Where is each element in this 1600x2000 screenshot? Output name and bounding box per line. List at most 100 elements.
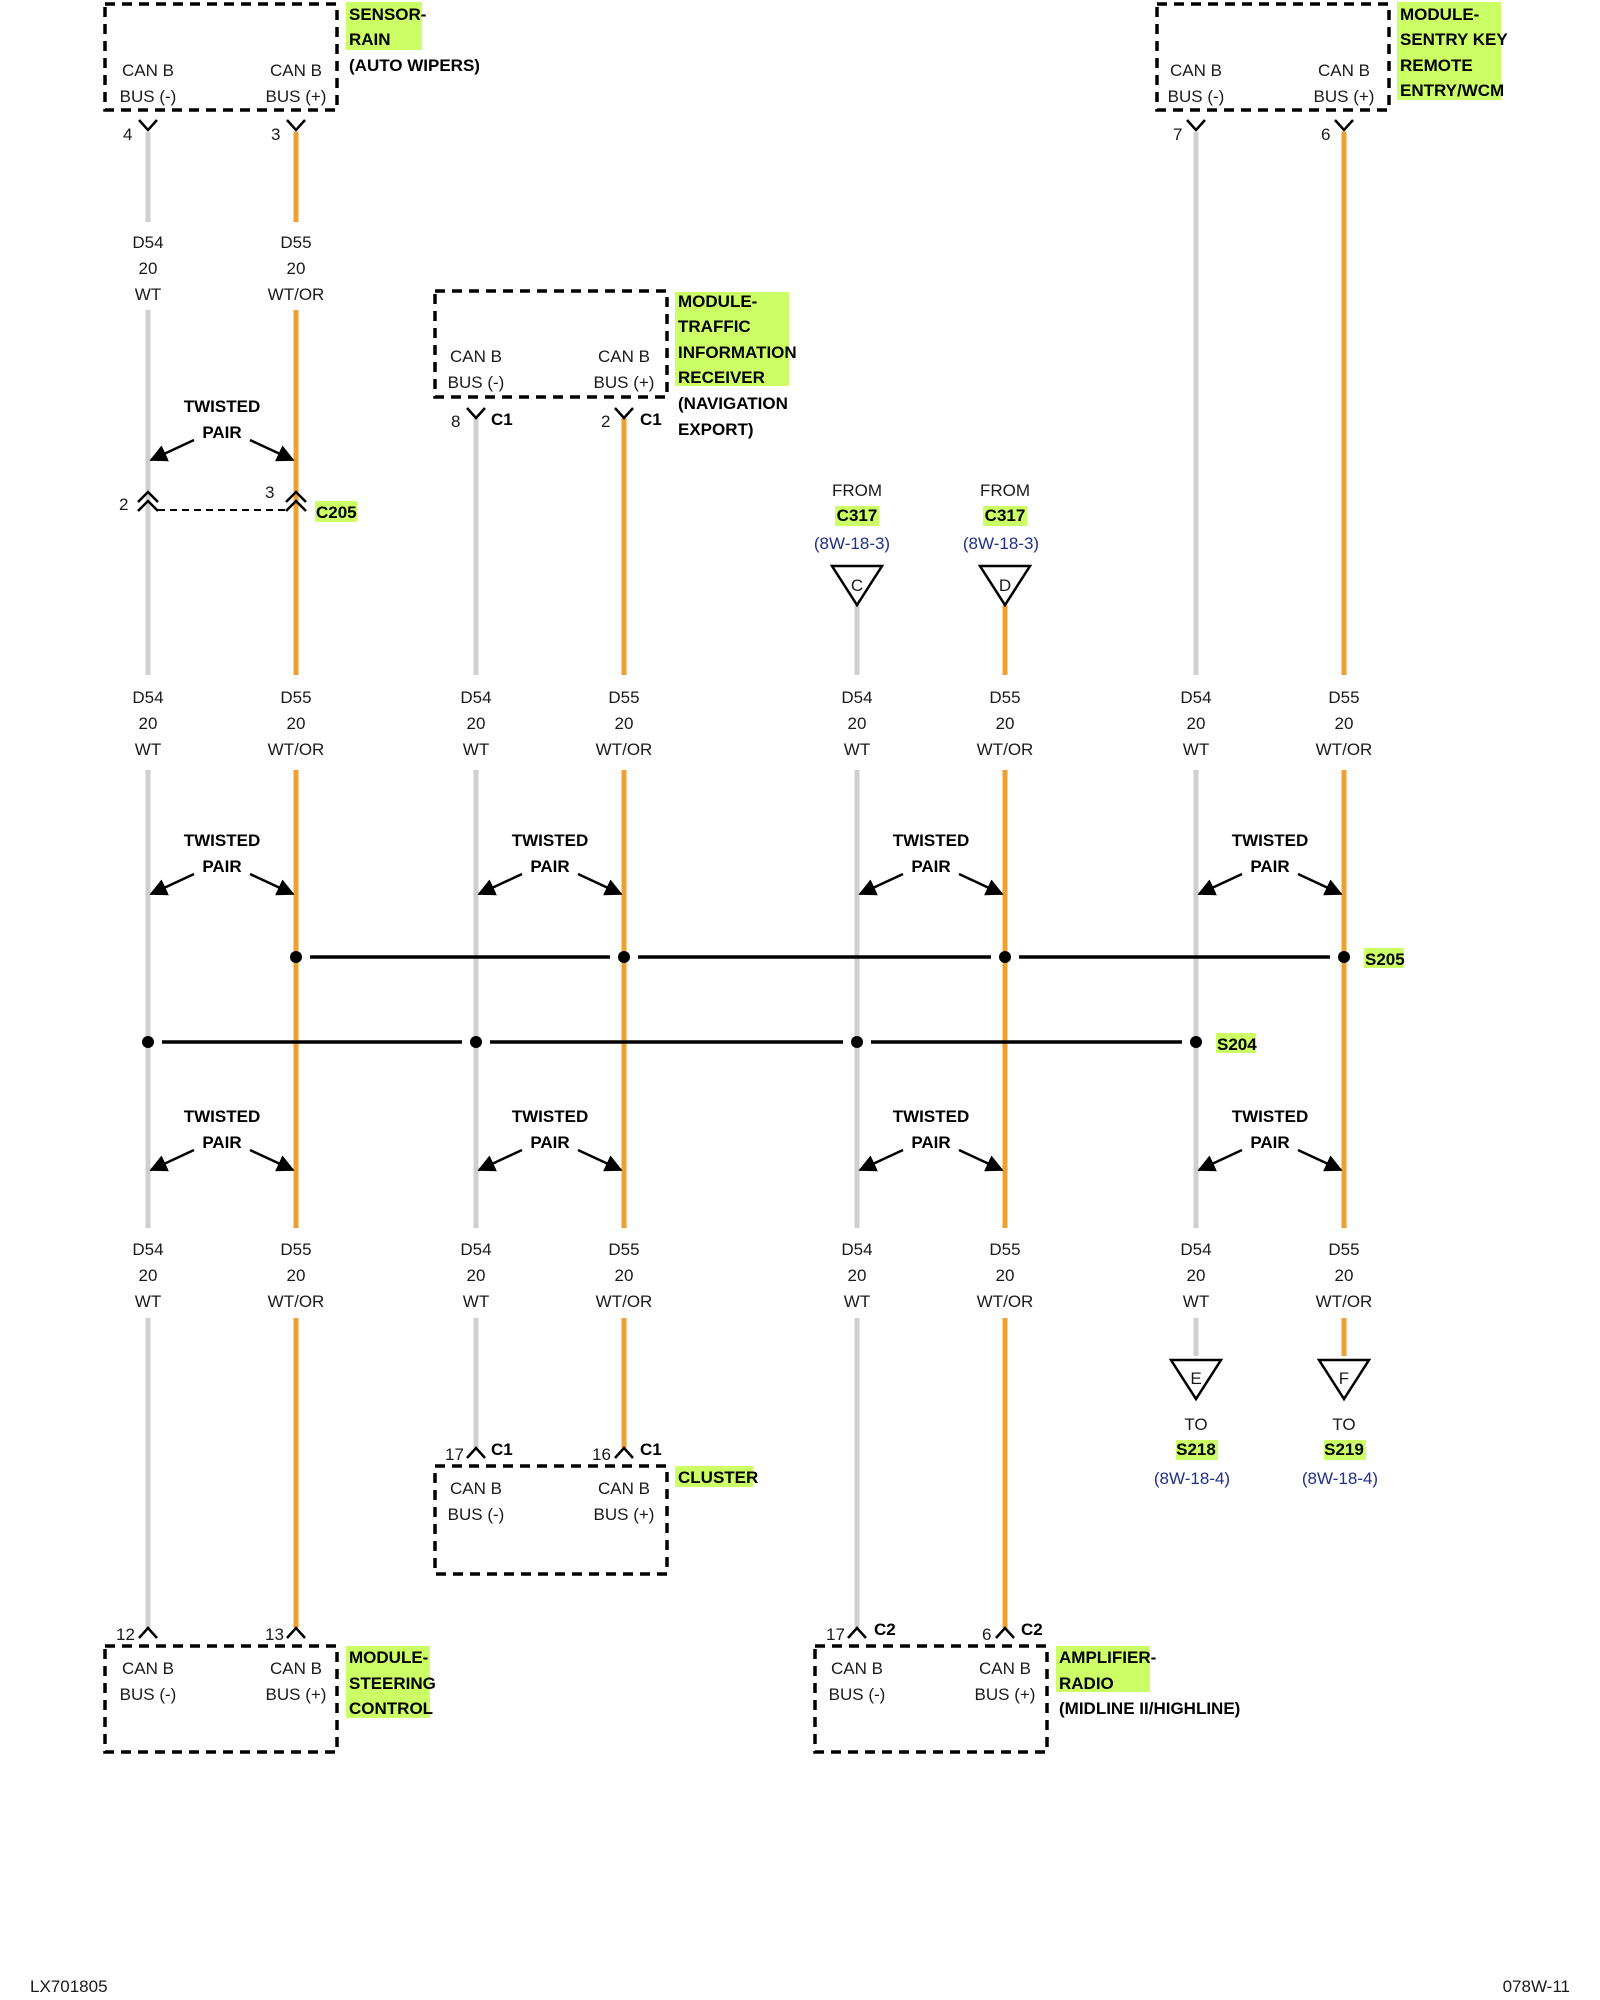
svg-text:C1: C1	[491, 1440, 513, 1459]
svg-text:TWISTED: TWISTED	[1232, 831, 1309, 850]
svg-text:CAN B: CAN B	[122, 1659, 174, 1678]
svg-text:20: 20	[996, 1266, 1015, 1285]
svg-text:CONTROL: CONTROL	[349, 1699, 433, 1718]
svg-text:BUS (+): BUS (+)	[266, 1685, 327, 1704]
svg-text:TWISTED: TWISTED	[184, 397, 261, 416]
svg-text:WT/OR: WT/OR	[977, 740, 1034, 759]
connector-c205: 2 3 C205	[119, 483, 357, 522]
pin-male-icon	[995, 1626, 1015, 1639]
splice-s205: S205	[290, 948, 1405, 969]
svg-text:WT: WT	[844, 740, 870, 759]
splice-s204: S204	[142, 1033, 1257, 1054]
svg-text:D55: D55	[280, 1240, 311, 1259]
svg-text:SENSOR-: SENSOR-	[349, 5, 426, 24]
svg-text:WT: WT	[463, 1292, 489, 1311]
svg-text:8: 8	[451, 412, 460, 431]
module-cluster: CAN B BUS (-) CAN B BUS (+) CLUSTER 17 1…	[433, 1440, 758, 1576]
pin-female-icon	[1186, 119, 1206, 132]
svg-text:RAIN: RAIN	[349, 30, 391, 49]
svg-text:C1: C1	[491, 410, 513, 429]
pin-female-icon	[1334, 119, 1354, 132]
svg-text:TRAFFIC: TRAFFIC	[678, 317, 751, 336]
svg-text:BUS (-): BUS (-)	[1168, 87, 1225, 106]
svg-text:CAN B: CAN B	[979, 1659, 1031, 1678]
svg-text:E: E	[1190, 1369, 1201, 1388]
connector-arrow-icon	[1316, 1358, 1372, 1402]
svg-text:RADIO: RADIO	[1059, 1674, 1114, 1693]
pin-female-icon	[466, 407, 486, 420]
svg-text:D54: D54	[841, 688, 872, 707]
svg-text:D55: D55	[1328, 688, 1359, 707]
svg-text:20: 20	[139, 1266, 158, 1285]
svg-text:CLUSTER: CLUSTER	[678, 1468, 758, 1487]
svg-text:20: 20	[139, 259, 158, 278]
svg-text:3: 3	[265, 483, 274, 502]
page-ref-link[interactable]: (8W-18-4)	[1154, 1469, 1230, 1488]
twisted-pair-upper-3: TWISTED PAIR	[858, 831, 1004, 896]
footer-page-id: 078W-11	[1503, 1977, 1570, 1996]
splice-dot	[851, 1036, 863, 1048]
twisted-pair-lower-3: TWISTED PAIR	[858, 1107, 1004, 1172]
svg-text:D55: D55	[608, 1240, 639, 1259]
connector-arrow-icon	[829, 564, 885, 608]
svg-text:20: 20	[848, 1266, 867, 1285]
svg-text:2: 2	[119, 495, 128, 514]
svg-text:CAN B: CAN B	[450, 1479, 502, 1498]
svg-text:WT: WT	[844, 1292, 870, 1311]
svg-text:C317: C317	[837, 506, 878, 525]
svg-text:FROM: FROM	[980, 481, 1030, 500]
svg-text:D: D	[999, 576, 1011, 595]
svg-text:WT/OR: WT/OR	[596, 1292, 653, 1311]
svg-text:RECEIVER: RECEIVER	[678, 368, 765, 387]
svg-text:PAIR: PAIR	[202, 1133, 241, 1152]
inline-connector-icon	[137, 490, 159, 512]
pin-male-icon	[466, 1446, 486, 1459]
twisted-pair-rain: TWISTED PAIR	[149, 397, 295, 462]
pin-male-icon	[138, 1626, 158, 1639]
svg-text:WT: WT	[1183, 1292, 1209, 1311]
svg-text:FROM: FROM	[832, 481, 882, 500]
from-c317-d: FROM C317 (8W-18-3) D	[963, 481, 1039, 608]
svg-text:TWISTED: TWISTED	[893, 831, 970, 850]
svg-text:C2: C2	[874, 1620, 896, 1639]
svg-text:TWISTED: TWISTED	[893, 1107, 970, 1126]
svg-text:C1: C1	[640, 1440, 662, 1459]
twisted-pair-upper-2: TWISTED PAIR	[477, 831, 623, 896]
svg-text:WT/OR: WT/OR	[268, 1292, 325, 1311]
pin-male-icon	[847, 1626, 867, 1639]
splice-label-s204: S204	[1217, 1035, 1257, 1054]
svg-text:WT/OR: WT/OR	[977, 1292, 1034, 1311]
svg-text:D54: D54	[132, 688, 163, 707]
svg-text:D54: D54	[1180, 688, 1211, 707]
inline-connector-icon	[285, 490, 307, 512]
twisted-pair-upper-1: TWISTED PAIR	[149, 831, 295, 896]
svg-text:CAN B: CAN B	[831, 1659, 883, 1678]
svg-text:20: 20	[467, 1266, 486, 1285]
pin-female-icon	[286, 119, 306, 132]
module-traffic-info-receiver: CAN B BUS (-) CAN B BUS (+) MODULE- TRAF…	[433, 289, 797, 439]
svg-text:INFORMATION: INFORMATION	[678, 343, 797, 362]
svg-text:D55: D55	[608, 688, 639, 707]
svg-text:20: 20	[1187, 714, 1206, 733]
page-ref-link[interactable]: (8W-18-3)	[814, 534, 890, 553]
svg-text:PAIR: PAIR	[202, 423, 241, 442]
svg-text:4: 4	[123, 125, 132, 144]
page-ref-link[interactable]: (8W-18-3)	[963, 534, 1039, 553]
svg-text:S218: S218	[1176, 1440, 1216, 1459]
svg-text:20: 20	[287, 1266, 306, 1285]
svg-text:20: 20	[287, 714, 306, 733]
svg-text:20: 20	[1335, 714, 1354, 733]
svg-text:D55: D55	[989, 688, 1020, 707]
svg-text:C317: C317	[985, 506, 1026, 525]
page-ref-link[interactable]: (8W-18-4)	[1302, 1469, 1378, 1488]
pin-male-icon	[286, 1626, 306, 1639]
svg-text:BUS (+): BUS (+)	[594, 1505, 655, 1524]
pin-male-icon	[614, 1446, 634, 1459]
svg-text:12: 12	[116, 1625, 135, 1644]
splice-dot	[290, 951, 302, 963]
svg-text:TO: TO	[1332, 1415, 1355, 1434]
svg-text:20: 20	[139, 714, 158, 733]
splice-dot	[1338, 951, 1350, 963]
svg-text:7: 7	[1173, 125, 1182, 144]
